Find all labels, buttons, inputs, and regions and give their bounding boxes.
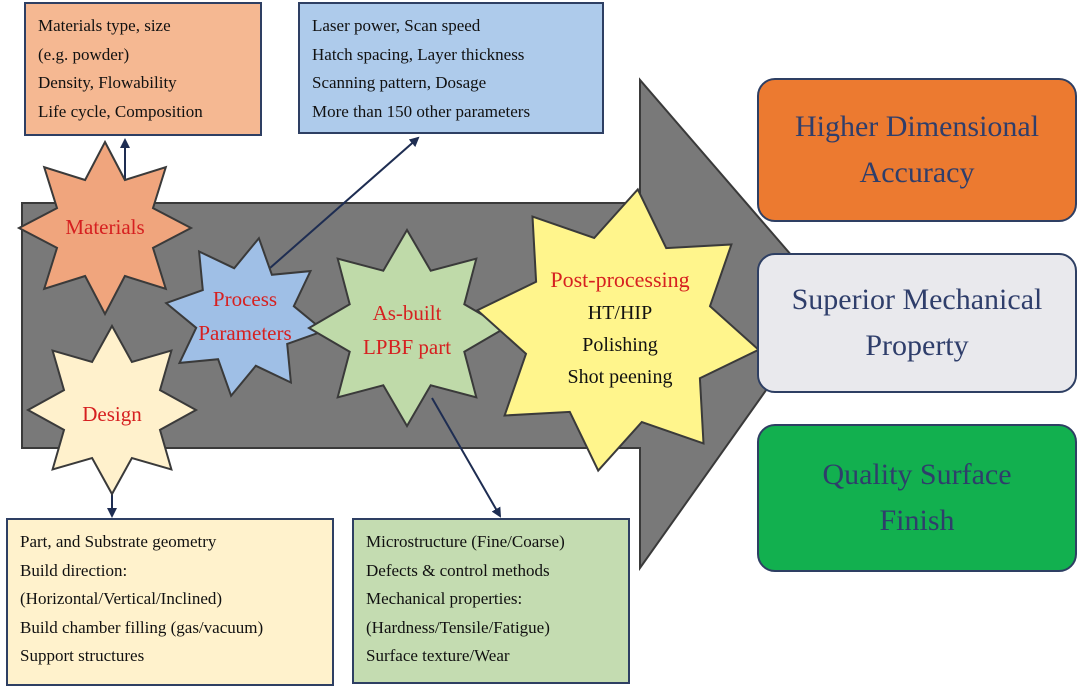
- asbuilt-info-box: Microstructure (Fine/Coarse) Defects & c…: [352, 518, 630, 684]
- parameters-label: Parameters: [198, 321, 292, 345]
- post-processing-star-label: Post-processing HT/HIP Polishing Shot pe…: [520, 262, 720, 394]
- post-processing-item: Polishing: [582, 334, 658, 356]
- parameters-info-line: More than 150 other parameters: [312, 101, 531, 121]
- design-star-label: Design: [55, 392, 169, 436]
- materials-info-box: Materials type, size (e.g. powder) Densi…: [24, 2, 262, 136]
- process-parameters-info-box: Laser power, Scan speed Hatch spacing, L…: [298, 2, 604, 134]
- design-info-box: Part, and Substrate geometry Build direc…: [6, 518, 334, 686]
- design-info-line: Part, and Substrate geometry: [20, 532, 217, 551]
- asbuilt-info-line: Surface texture/Wear: [366, 646, 510, 665]
- parameters-info-line: Scanning pattern, Dosage: [312, 73, 487, 92]
- materials-info-line: (e.g. powder): [38, 44, 130, 64]
- asbuilt-info-line: (Hardness/Tensile/Fatigue): [366, 617, 550, 637]
- design-star: [25, 323, 199, 497]
- materials-info-line: Life cycle, Composition: [38, 101, 203, 121]
- result-line: Property: [865, 329, 969, 362]
- asbuilt-info-line: Microstructure (Fine/Coarse): [366, 532, 565, 551]
- design-label: Design: [82, 402, 142, 426]
- result-surface-finish: Quality Surface Finish: [757, 424, 1077, 572]
- asbuilt-info-line: Mechanical properties:: [366, 589, 523, 608]
- materials-star-label: Materials: [45, 205, 165, 249]
- post-processing-item: HT/HIP: [587, 302, 653, 324]
- post-processing-star: [475, 187, 761, 473]
- result-line: Finish: [879, 504, 955, 537]
- parameters-info-line: Laser power, Scan speed: [312, 16, 481, 35]
- post-processing-item: Shot peening: [567, 366, 673, 388]
- materials-star: [16, 139, 194, 317]
- asbuilt-star-label: As-built LPBF part: [332, 294, 482, 366]
- design-info-line: Build direction:: [20, 560, 128, 580]
- process-label: Process: [212, 287, 278, 311]
- process-connector-arrow: [269, 136, 420, 269]
- asbuilt-connector-arrow: [431, 397, 501, 518]
- design-info-line: (Horizontal/Vertical/Inclined): [20, 589, 223, 608]
- result-line: Higher Dimensional: [794, 110, 1040, 143]
- result-line: Quality Surface: [822, 458, 1012, 491]
- asbuilt-part-star: [307, 228, 507, 428]
- design-info-line: Support structures: [20, 646, 145, 665]
- result-line: Superior Mechanical: [791, 283, 1043, 316]
- result-dimensional-accuracy: Higher Dimensional Accuracy: [757, 78, 1077, 222]
- materials-label: Materials: [65, 215, 145, 239]
- design-info-line: Build chamber filling (gas/vacuum): [20, 617, 264, 637]
- asbuilt-label: As-built: [372, 301, 442, 325]
- asbuilt-info-line: Defects & control methods: [366, 560, 550, 580]
- result-line: Accuracy: [859, 156, 975, 189]
- materials-info-line: Materials type, size: [38, 16, 171, 35]
- parameters-info-line: Hatch spacing, Layer thickness: [312, 44, 525, 64]
- lpbf-part-label: LPBF part: [362, 335, 452, 359]
- process-star-label: Process Parameters: [172, 280, 318, 352]
- materials-info-line: Density, Flowability: [38, 73, 177, 92]
- post-processing-title: Post-processing: [550, 267, 690, 292]
- process-parameters-star: [164, 236, 326, 398]
- result-mechanical-property: Superior Mechanical Property: [757, 253, 1077, 393]
